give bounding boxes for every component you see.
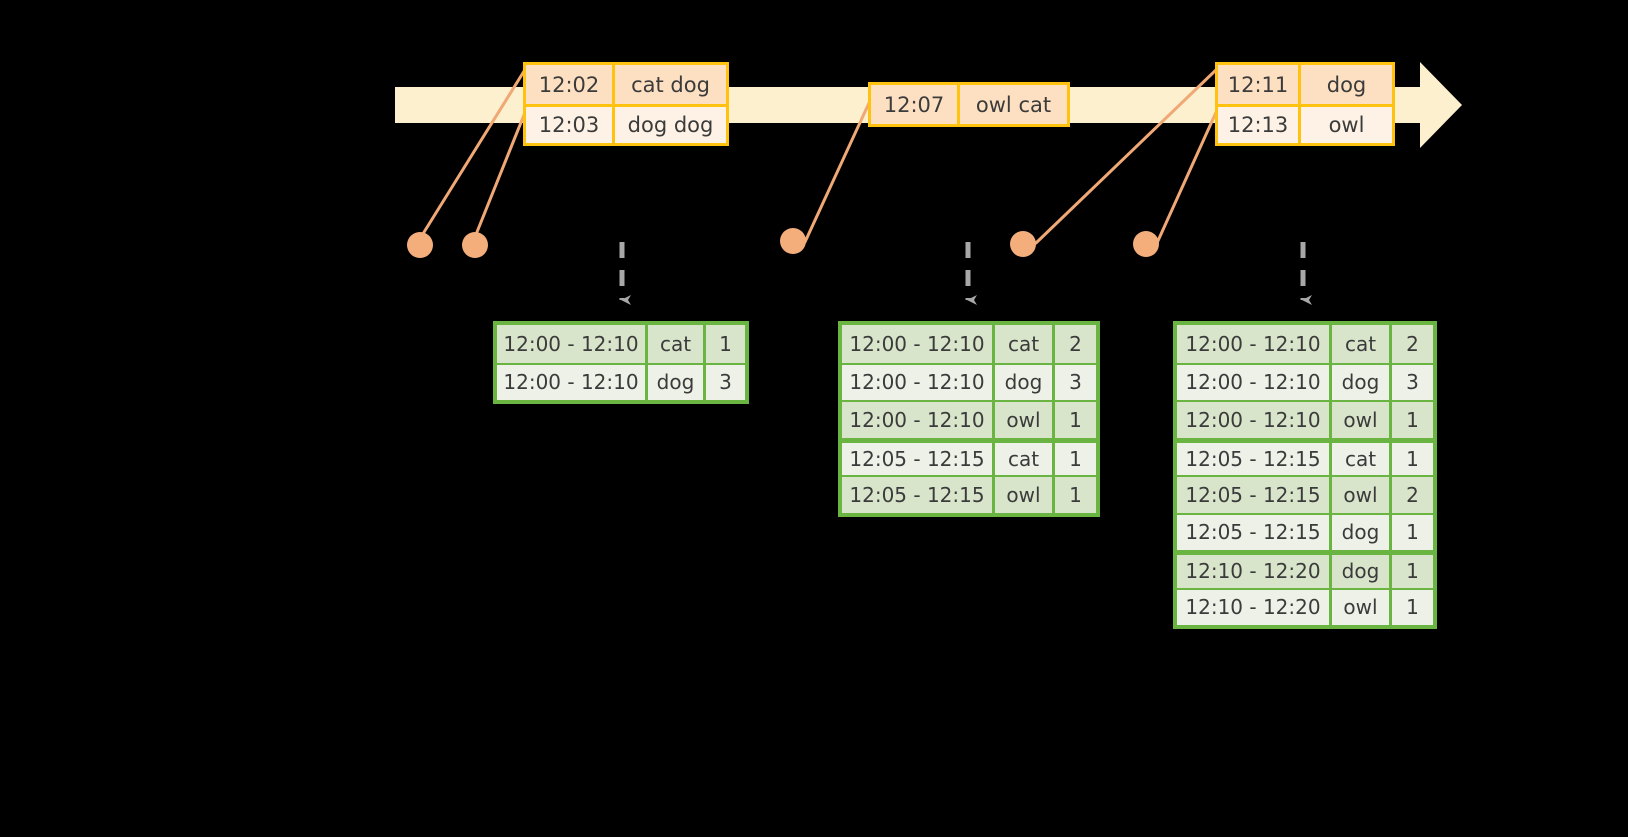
- timeline-event-group-3[interactable]: 12:11 dog 12:13 owl: [1215, 62, 1395, 146]
- timeline-event-row[interactable]: 12:11 dog: [1218, 65, 1392, 104]
- cell-count: 2: [1389, 475, 1433, 513]
- event-time: 12:07: [883, 92, 945, 117]
- cell-window: 12:00 - 12:10: [497, 325, 645, 363]
- event-value: owl: [1298, 107, 1392, 143]
- cell-key: cat: [1329, 437, 1389, 475]
- cell-count: 3: [1389, 362, 1433, 400]
- cell-count: 2: [1389, 325, 1433, 363]
- cell-count: 1: [703, 325, 745, 363]
- event-time: 12:03: [538, 113, 600, 137]
- cell-count: 1: [1389, 437, 1433, 475]
- connector-line-5: [1155, 106, 1220, 245]
- cell-window: 12:00 - 12:10: [842, 362, 992, 400]
- event-value: dog: [1298, 65, 1392, 104]
- cell-count: 3: [703, 362, 745, 400]
- connector-line-1: [419, 66, 528, 239]
- cell-key: cat: [645, 325, 703, 363]
- cell-key: owl: [1329, 587, 1389, 625]
- cell-window: 12:05 - 12:15: [842, 437, 992, 475]
- cell-key: dog: [992, 362, 1052, 400]
- cell-window: 12:10 - 12:20: [1177, 587, 1329, 625]
- connector-dot-2: [462, 232, 488, 258]
- event-time: 12:02: [538, 72, 600, 97]
- event-value: dog dog: [612, 107, 726, 143]
- cell-window: 12:00 - 12:10: [497, 362, 645, 400]
- timeline-event-row[interactable]: 12:03 dog dog: [526, 104, 726, 143]
- cell-count: 3: [1052, 362, 1096, 400]
- cell-window: 12:00 - 12:10: [1177, 325, 1329, 363]
- cell-key: cat: [992, 437, 1052, 475]
- cell-key: owl: [992, 400, 1052, 438]
- cell-key: owl: [1329, 475, 1389, 513]
- timeline-event-group-2[interactable]: 12:07 owl cat: [868, 82, 1070, 127]
- cell-count: 1: [1389, 550, 1433, 588]
- timeline-event-row[interactable]: 12:02 cat dog: [526, 65, 726, 104]
- cell-window: 12:05 - 12:15: [1177, 437, 1329, 475]
- cell-key: cat: [1329, 325, 1389, 363]
- cell-window: 12:10 - 12:20: [1177, 550, 1329, 588]
- cell-window: 12:00 - 12:10: [1177, 400, 1329, 438]
- connector-line-2: [473, 108, 528, 239]
- cell-window: 12:05 - 12:15: [1177, 475, 1329, 513]
- timeline-event-group-1[interactable]: 12:02 cat dog 12:03 dog dog: [523, 62, 729, 146]
- cell-key: dog: [645, 362, 703, 400]
- connector-dot-4: [1010, 231, 1036, 257]
- cell-count: 1: [1389, 587, 1433, 625]
- cell-key: dog: [1329, 362, 1389, 400]
- cell-key: dog: [1329, 512, 1389, 550]
- cell-window: 12:00 - 12:10: [1177, 362, 1329, 400]
- cell-count: 1: [1052, 475, 1096, 513]
- timeline-event-row[interactable]: 12:13 owl: [1218, 104, 1392, 143]
- event-value: cat dog: [612, 65, 726, 104]
- cell-window: 12:05 - 12:15: [1177, 512, 1329, 550]
- connector-dot-5: [1133, 231, 1159, 257]
- connector-dot-3: [780, 228, 806, 254]
- cell-window: 12:05 - 12:15: [842, 475, 992, 513]
- cell-key: cat: [992, 325, 1052, 363]
- connector-dot-1: [407, 232, 433, 258]
- cell-count: 1: [1389, 400, 1433, 438]
- event-time: 12:13: [1227, 113, 1289, 137]
- timeline-event-row[interactable]: 12:07 owl cat: [871, 85, 1067, 124]
- event-time: 12:11: [1227, 72, 1289, 97]
- cell-window: 12:00 - 12:10: [842, 400, 992, 438]
- cell-key: owl: [1329, 400, 1389, 438]
- cell-count: 2: [1052, 325, 1096, 363]
- dashed-arrows: [619, 242, 1312, 305]
- cell-count: 1: [1389, 512, 1433, 550]
- connector-line-3: [803, 88, 877, 244]
- cell-key: dog: [1329, 550, 1389, 588]
- cell-count: 1: [1052, 400, 1096, 438]
- cell-count: 1: [1052, 437, 1096, 475]
- event-value: owl cat: [957, 85, 1067, 124]
- cell-key: owl: [992, 475, 1052, 513]
- cell-window: 12:00 - 12:10: [842, 325, 992, 363]
- connector-dots: [407, 228, 1159, 258]
